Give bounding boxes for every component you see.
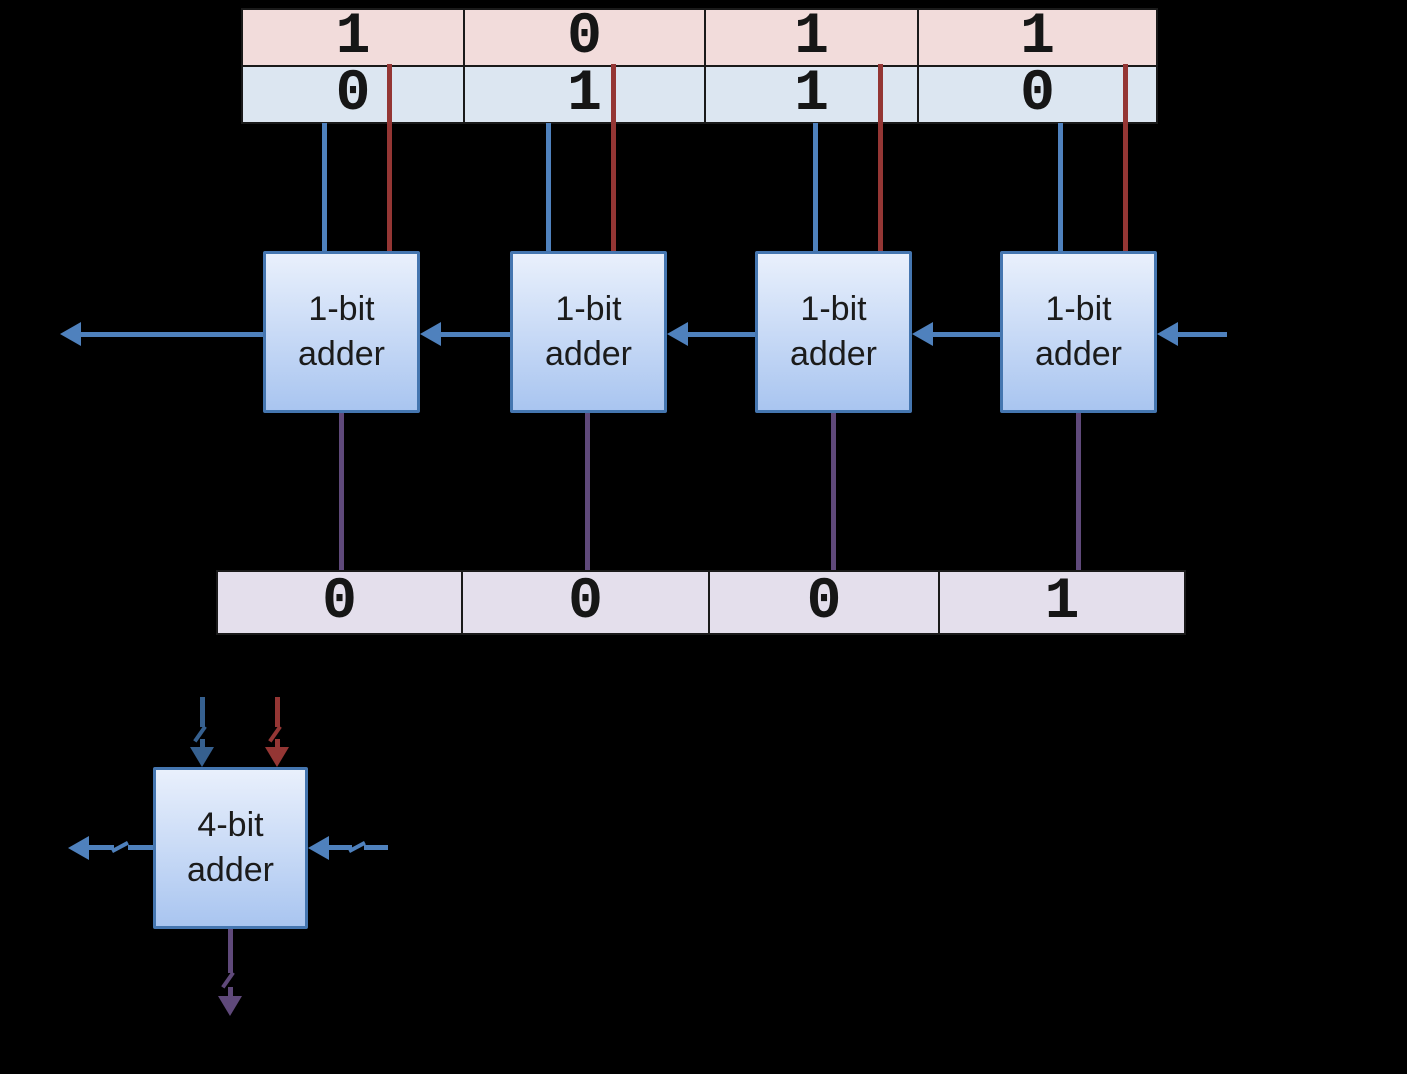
operand-b-wire-3: [1058, 123, 1063, 251]
sum-bus-arrowhead-icon: [218, 996, 242, 1016]
sum-wire-2: [831, 413, 836, 570]
carry-in-arrowhead-icon: [1157, 322, 1178, 346]
adder-label-line1: 1-bit: [1045, 290, 1112, 328]
operand-a-bit-1: 0: [465, 5, 706, 70]
one-bit-adder-3-label: 1-bit adder: [1035, 287, 1122, 377]
operand-a-bit-3: 1: [919, 5, 1156, 70]
sum-bit-0: 0: [218, 570, 463, 635]
adder-label-line1: 1-bit: [800, 290, 867, 328]
operand-b-wire-0: [322, 123, 327, 251]
operand-a-row: 1 0 1 1: [243, 5, 1156, 70]
sum-wire-3: [1076, 413, 1081, 570]
one-bit-adder-1: 1-bit adder: [510, 251, 667, 413]
operand-a-wire-0: [387, 64, 392, 251]
one-bit-adder-0: 1-bit adder: [263, 251, 420, 413]
sum-row: 0 0 0 1: [218, 570, 1184, 635]
adder-label-line2: adder: [790, 335, 877, 373]
one-bit-adder-2: 1-bit adder: [755, 251, 912, 413]
bus-width-slash-icon: [111, 841, 129, 853]
sum-wire-0: [339, 413, 344, 570]
operand-b-wire-1: [546, 123, 551, 251]
operand-b-bus-line: [200, 739, 205, 747]
adder-label-line2: adder: [298, 335, 385, 373]
adder-label-line2: adder: [187, 851, 274, 889]
adder-label-line2: adder: [1035, 335, 1122, 373]
sum-wire-1: [585, 413, 590, 570]
adder-label-line1: 1-bit: [308, 290, 375, 328]
one-bit-adder-1-label: 1-bit adder: [545, 287, 632, 377]
operand-b-bus-arrowhead-icon: [190, 747, 214, 767]
carry-out-arrowhead-icon: [60, 322, 81, 346]
sum-bus-line: [228, 987, 233, 996]
sum-bit-3: 1: [940, 570, 1184, 635]
one-bit-adder-2-label: 1-bit adder: [790, 287, 877, 377]
four-bit-adder-label: 4-bit adder: [187, 803, 274, 893]
operand-table: 1 0 1 1 0 1 1 0: [241, 5, 1158, 127]
carry-out-bus-line: [86, 845, 114, 850]
operand-b-bit-0: 0: [243, 62, 465, 127]
adder-label-line2: adder: [545, 335, 632, 373]
carry-arrow-1-0-arrowhead-icon: [420, 322, 441, 346]
operand-a-bit-2: 1: [706, 5, 919, 70]
operand-b-bit-3: 0: [919, 62, 1156, 127]
sum-table: 0 0 0 1: [216, 570, 1186, 635]
sum-bus-line: [228, 929, 233, 973]
one-bit-adder-0-label: 1-bit adder: [298, 287, 385, 377]
operand-a-bit-0: 1: [243, 5, 465, 70]
operand-b-bus-line: [200, 697, 205, 727]
carry-arrow-3-2-line: [931, 332, 1000, 337]
carry-in-bus-line: [326, 845, 352, 850]
carry-in-arrow-line: [1176, 332, 1227, 337]
carry-in-bus-line: [364, 845, 388, 850]
operand-a-bus-line: [275, 697, 280, 727]
carry-in-bus-arrowhead-icon: [308, 836, 329, 860]
operand-a-bus-arrowhead-icon: [265, 747, 289, 767]
adder-label-line1: 1-bit: [555, 290, 622, 328]
operand-b-bit-1: 1: [465, 62, 706, 127]
carry-arrow-3-2-arrowhead-icon: [912, 322, 933, 346]
operand-a-wire-2: [878, 64, 883, 251]
carry-arrow-1-0-line: [439, 332, 510, 337]
operand-a-bus-line: [275, 739, 280, 747]
operand-b-bit-2: 1: [706, 62, 919, 127]
one-bit-adder-3: 1-bit adder: [1000, 251, 1157, 413]
adder-label-line1: 4-bit: [197, 806, 264, 844]
sum-bit-1: 0: [463, 570, 710, 635]
carry-arrow-2-1-line: [686, 332, 755, 337]
carry-arrow-2-1-arrowhead-icon: [667, 322, 688, 346]
operand-b-row: 0 1 1 0: [243, 62, 1156, 127]
carry-out-bus-line: [128, 845, 153, 850]
bus-width-slash-icon: [221, 971, 235, 989]
carry-out-bus-arrowhead-icon: [68, 836, 89, 860]
operand-a-wire-3: [1123, 64, 1128, 251]
operand-b-wire-2: [813, 123, 818, 251]
operand-a-wire-1: [611, 64, 616, 251]
four-bit-adder: 4-bit adder: [153, 767, 308, 929]
sum-bit-2: 0: [710, 570, 940, 635]
carry-out-arrow-line: [81, 332, 263, 337]
